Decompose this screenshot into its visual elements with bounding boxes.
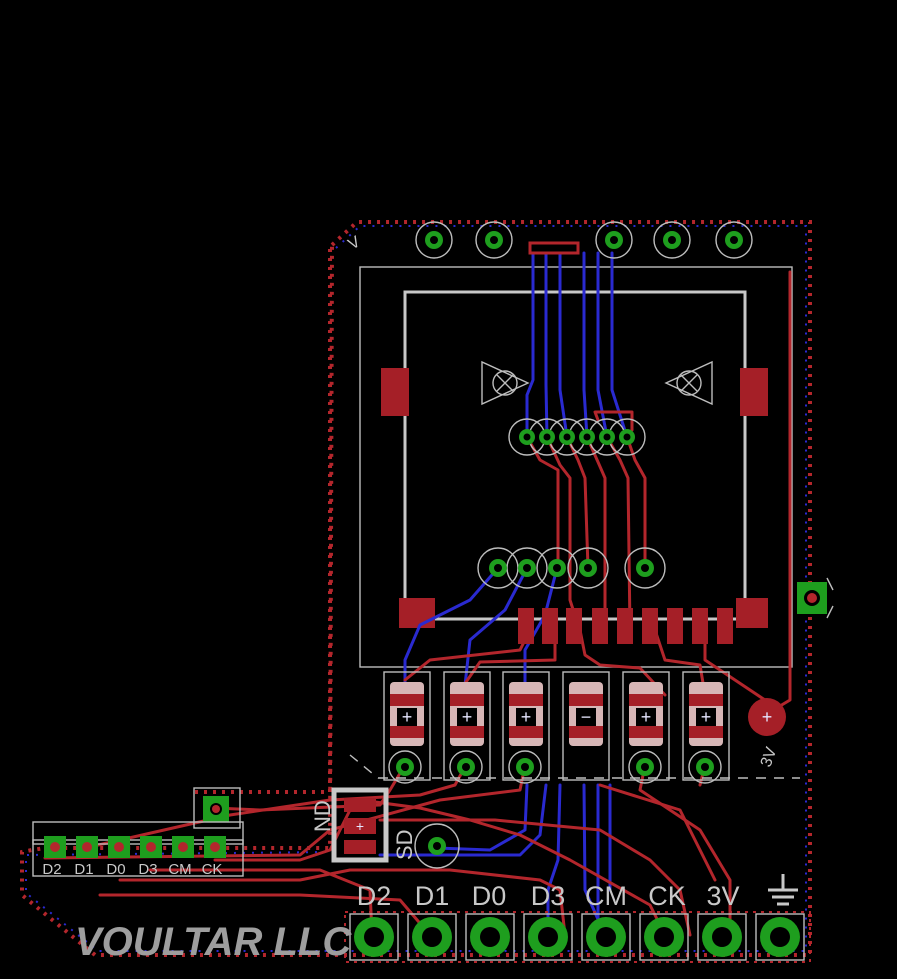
cap-plus-1: + <box>402 707 413 727</box>
lcd-top-vias <box>415 221 753 259</box>
switch-label-sd: SD <box>392 829 417 860</box>
cap-minus-4: − <box>581 707 592 727</box>
switch-label-nd: ND <box>310 800 335 832</box>
conn-label-d3: D3 <box>531 881 566 911</box>
component-row-vias <box>388 750 722 784</box>
small-label-cm: CM <box>168 861 191 878</box>
small-header: D2 D1 D0 D3 CM CK <box>32 787 244 878</box>
test-pad-plus: + <box>762 707 773 727</box>
company-logo: VOULTAR LLC <box>75 920 352 964</box>
cap-plus-3: + <box>521 707 532 727</box>
switch-plus: + <box>356 818 364 834</box>
cap-plus-5: + <box>641 707 652 727</box>
mech-holes <box>481 360 713 406</box>
top-corner-mark: V <box>346 233 364 253</box>
lcd-smd-pads <box>518 608 733 644</box>
conn-label-d2: D2 <box>357 881 392 911</box>
main-connector-pads <box>344 911 811 963</box>
ground-icon <box>768 874 798 906</box>
conn-label-d1: D1 <box>415 881 450 911</box>
component-row: + + + − + + + 3V <box>349 671 800 781</box>
bottom-layer-traces <box>378 251 629 937</box>
conn-label-cm: CM <box>585 881 627 911</box>
slide-switch: + ND SD <box>310 787 460 869</box>
lcd-mid-vias <box>477 418 666 589</box>
cap-plus-2: + <box>462 707 473 727</box>
conn-label-d0: D0 <box>472 881 507 911</box>
small-label-d1: D1 <box>74 861 93 878</box>
corner-mark-bottom: 3V <box>758 745 781 770</box>
cap-plus-6: + <box>701 707 712 727</box>
connector-labels: D2 D1 D0 D3 CM CK 3V <box>357 881 740 911</box>
conn-label-3v: 3V <box>706 881 739 911</box>
small-label-ck: CK <box>202 861 223 878</box>
edge-square-pad <box>797 577 834 619</box>
small-label-d3: D3 <box>138 861 157 878</box>
small-label-d0: D0 <box>106 861 125 878</box>
mounting-pads <box>381 368 768 628</box>
corner-mark-top: V <box>346 233 364 253</box>
conn-label-ck: CK <box>648 881 686 911</box>
small-label-d2: D2 <box>42 861 61 878</box>
